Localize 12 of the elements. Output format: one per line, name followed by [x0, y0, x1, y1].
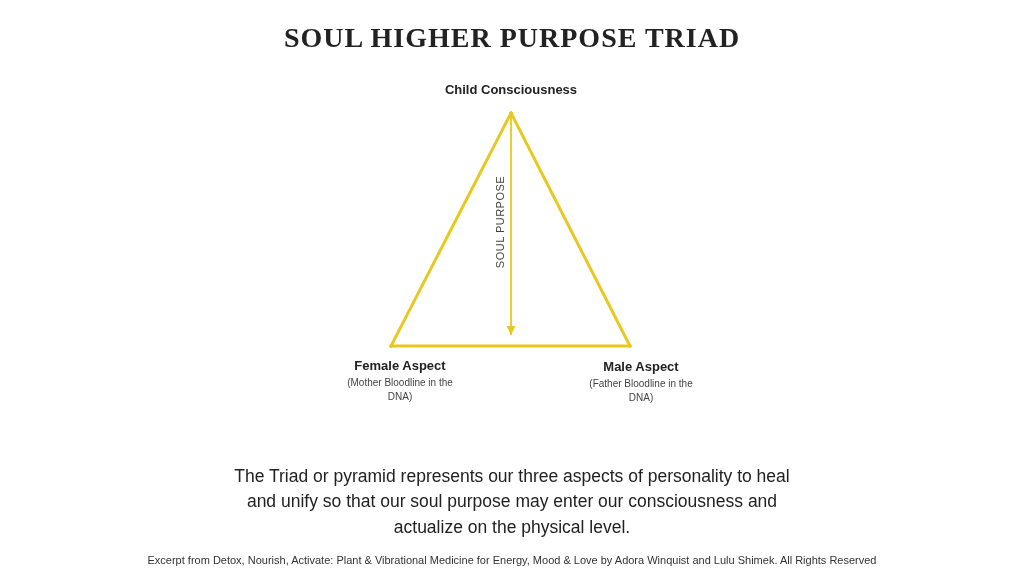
triangle-side — [509, 111, 632, 348]
vertex-note: (Father Bloodline in the DNA) — [588, 377, 694, 405]
triangle-side — [389, 344, 632, 348]
vertex-label: Female Aspect — [354, 358, 446, 373]
triangle-side — [389, 111, 513, 348]
caption: The Triad or pyramid represents our three aspects of personality to heal and unify so that our soul purpose may enter our consciousness and actualize on the physical level. — [233, 465, 791, 539]
source-note: Excerpt from Detox, Nourish, Activate: Plant & Vibrational Medicine for Energy, Mood & Love by Adora Winquist and Lulu Shimek. All Rights Reserved — [146, 554, 878, 566]
vertex-label: Child Consciousness — [444, 82, 578, 97]
title: SOUL HIGHER PURPOSE TRIAD — [282, 22, 742, 54]
vertex-label: Male Aspect — [603, 359, 679, 374]
edge-label: SOUL PURPOSE — [494, 174, 506, 270]
vertex-note: (Mother Bloodline in the DNA) — [346, 376, 454, 404]
